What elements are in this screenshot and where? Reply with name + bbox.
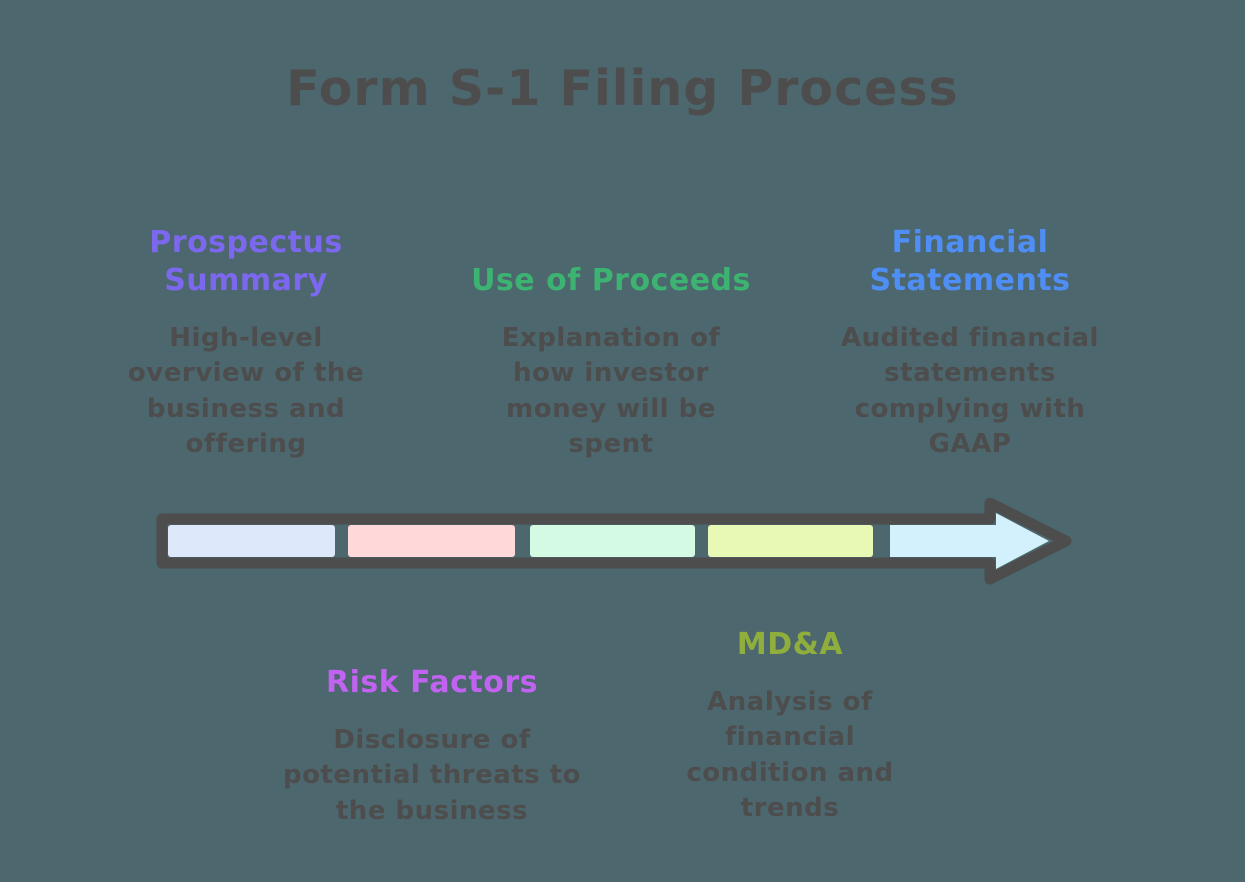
section-title: Financial Statements (869, 224, 1071, 298)
section-description: Explanation of how investor money will b… (501, 323, 721, 460)
timeline-arrow (150, 497, 1080, 597)
section-use-of-proceeds: Use of Proceeds Explanation of how inves… (461, 220, 761, 462)
section-md-a: MD&A Analysis of financial condition and… (650, 626, 930, 827)
arrow-outline (156, 497, 1072, 585)
section-risk-factors: Risk Factors Disclosure of potential thr… (272, 664, 592, 829)
section-description: Audited financial statements complying w… (841, 323, 1099, 460)
section-title: Prospectus Summary (149, 224, 343, 298)
section-description: High-level overview of the business and … (127, 323, 365, 460)
arrow-segment-4 (708, 525, 873, 557)
section-title: Risk Factors (325, 665, 538, 700)
arrow-segment-1 (168, 525, 335, 557)
section-description: Analysis of financial condition and tren… (686, 687, 894, 824)
section-title: MD&A (736, 627, 844, 662)
diagram-title: Form S-1 Filing Process (286, 60, 959, 117)
timeline-arrow-graphic (156, 497, 1072, 585)
arrow-head-fill (890, 513, 1049, 569)
section-financial-statements: Financial Statements Audited financial s… (820, 220, 1120, 462)
arrow-segment-2 (348, 525, 515, 557)
section-prospectus-summary: Prospectus Summary High-level overview o… (106, 220, 386, 462)
section-title: Use of Proceeds (471, 262, 751, 298)
arrow-segment-3 (530, 525, 695, 557)
section-description: Disclosure of potential threats to the b… (282, 725, 582, 826)
